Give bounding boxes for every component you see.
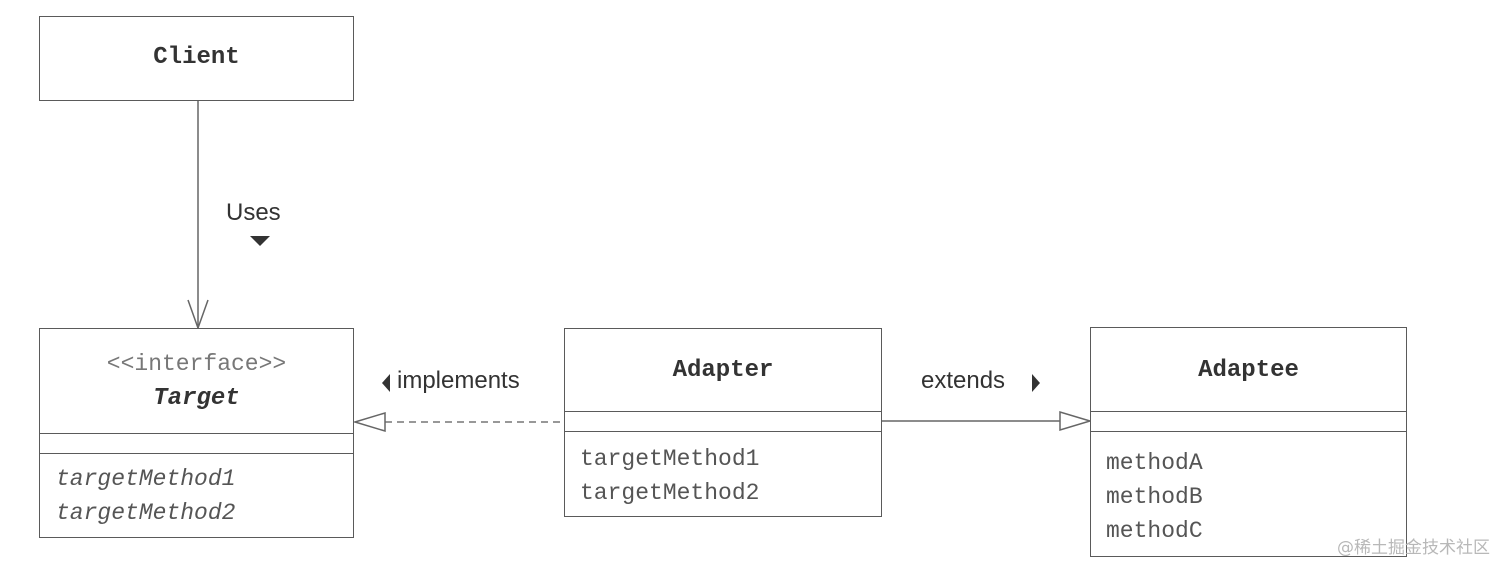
- adaptee-method-b: methodB: [1106, 484, 1203, 510]
- adaptee-method-c: methodC: [1106, 518, 1203, 544]
- adapter-method-2: targetMethod2: [580, 480, 760, 506]
- adapter-class-name: Adapter: [672, 357, 774, 384]
- adapter-methods-section: targetMethod1 targetMethod2: [565, 431, 881, 510]
- implements-label: implements: [397, 367, 520, 394]
- uses-label: Uses: [226, 199, 281, 226]
- adaptee-method-a: methodA: [1106, 450, 1203, 476]
- adaptee-class-name: Adaptee: [1198, 357, 1299, 384]
- extends-hollow-arrowhead: [1059, 410, 1093, 432]
- extends-label: extends: [921, 367, 1006, 394]
- client-class: Client: [39, 16, 354, 101]
- implements-hollow-arrowhead: [352, 411, 386, 433]
- target-method-1: targetMethod1: [56, 466, 236, 492]
- adapter-class: Adapter targetMethod1 targetMethod2: [564, 328, 882, 517]
- target-stereotype: <<interface>>: [106, 351, 287, 377]
- target-methods-section: targetMethod1 targetMethod2: [40, 453, 353, 530]
- target-interface-name: Target: [153, 385, 240, 412]
- adaptee-methods-section: methodA methodB methodC: [1091, 431, 1406, 548]
- target-interface: <<interface>> Target targetMethod1 targe…: [39, 328, 354, 538]
- adapter-attributes-section: [565, 411, 881, 431]
- client-class-name: Client: [153, 44, 240, 71]
- uses-direction-triangle-icon: [250, 236, 270, 246]
- implements-direction-triangle-icon: [382, 374, 390, 392]
- extends-direction-triangle-icon: [1032, 374, 1040, 392]
- watermark: @稀土掘金技术社区: [1337, 538, 1490, 558]
- adapter-method-1: targetMethod1: [580, 446, 760, 472]
- target-attributes-section: [40, 433, 353, 453]
- adaptee-class: Adaptee methodA methodB methodC: [1090, 327, 1407, 557]
- adaptee-attributes-section: [1091, 411, 1406, 431]
- target-method-2: targetMethod2: [56, 500, 236, 526]
